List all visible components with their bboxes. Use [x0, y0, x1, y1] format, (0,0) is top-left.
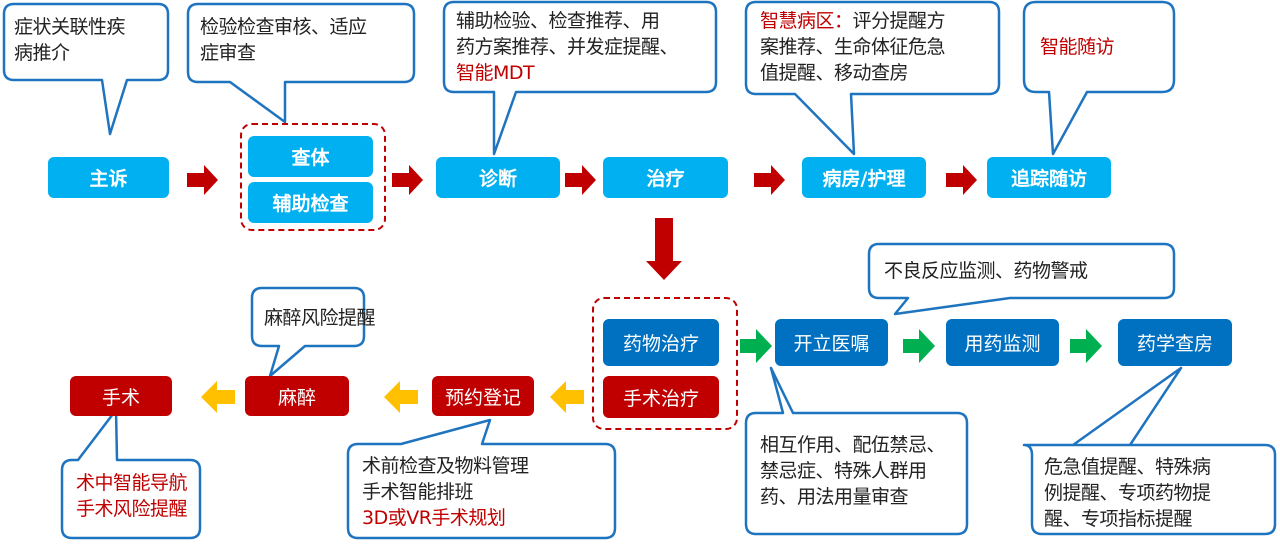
arrow-right-icon — [903, 329, 935, 363]
treatment-group — [592, 297, 738, 430]
node-surgery[interactable]: 手术 — [70, 376, 172, 416]
callout-diagnosis — [442, 0, 718, 156]
callout-anesthesia — [250, 286, 366, 378]
node-auxiliary-exam[interactable]: 辅助检查 — [248, 182, 373, 223]
callout-diagnosis-text: 辅助检验、检查推荐、用 药方案推荐、并发症提醒、 智能MDT — [456, 8, 679, 86]
ward-highlight: 智慧病区： — [760, 10, 853, 32]
text-line: 症状关联性疾 — [14, 16, 126, 38]
flow-arrows-surgery — [201, 381, 584, 413]
node-physical-exam[interactable]: 查体 — [248, 136, 373, 177]
text-line: 术前检查及物料管理 — [362, 455, 529, 477]
text-line: 症审查 — [200, 42, 256, 64]
arrow-right-icon — [946, 165, 977, 195]
callout-rounds-text: 危急值提醒、特殊病 例提醒、专项药物提 醒、专项指标提醒 — [1044, 454, 1211, 532]
node-pharmacy-rounds[interactable]: 药学查房 — [1118, 319, 1232, 366]
callout-orders — [744, 366, 969, 536]
arrow-right-icon — [1070, 329, 1102, 363]
text-line: 病推介 — [14, 42, 70, 64]
node-orders[interactable]: 开立医嘱 — [775, 319, 888, 366]
node-followup[interactable]: 追踪随访 — [987, 157, 1111, 198]
text-line: 手术风险提醒 — [76, 498, 188, 520]
text-line: 手术智能排班 — [362, 481, 474, 503]
text-line: 相互作用、配伍禁忌、 — [760, 434, 946, 456]
node-treatment[interactable]: 治疗 — [603, 157, 728, 198]
text-line: 禁忌症、特殊人群用 — [760, 460, 927, 482]
text-line: 辅助检验、检查推荐、用 — [456, 10, 660, 32]
node-surgery-treatment[interactable]: 手术治疗 — [603, 376, 719, 418]
flow-arrows-drug — [740, 329, 1102, 363]
arrow-right-icon — [565, 165, 596, 195]
callout-followup-text: 智能随访 — [1040, 36, 1115, 58]
arrow-right-icon — [754, 165, 785, 195]
callout-orders-text: 相互作用、配伍禁忌、 禁忌症、特殊人群用 药、用法用量审查 — [760, 432, 946, 510]
arrow-right-icon — [392, 165, 423, 195]
callout-monitor — [867, 242, 1176, 316]
callout-chief-complaint — [2, 2, 170, 136]
arrow-left-icon — [550, 381, 584, 413]
node-anesthesia[interactable]: 麻醉 — [245, 376, 349, 416]
text-line: 术中智能导航 — [76, 472, 188, 494]
node-chief-complaint[interactable]: 主诉 — [48, 157, 169, 198]
callout-exam — [186, 2, 416, 124]
exam-group — [240, 123, 386, 231]
callout-ward — [744, 0, 1001, 156]
node-drug-monitoring[interactable]: 用药监测 — [946, 319, 1059, 366]
callout-surgery-text: 术中智能导航 手术风险提醒 — [76, 470, 188, 522]
callout-ward-text: 智慧病区：评分提醒方 案推荐、生命体征危急 值提醒、移动查房 — [760, 8, 946, 86]
text-line: 例提醒、专项药物提 — [1044, 482, 1211, 504]
callout-pharmacy-rounds — [1022, 366, 1277, 536]
text-line-highlight: 智能MDT — [456, 62, 535, 84]
text-line: 案推荐、生命体征危急 — [760, 36, 946, 58]
arrow-down-icon — [646, 218, 682, 280]
text-line: 检验检查审核、适应 — [200, 16, 367, 38]
text-line-highlight: 3D或VR手术规划 — [362, 507, 506, 529]
callout-exam-text: 检验检查审核、适应 症审查 — [200, 14, 367, 66]
text-line: 药方案推荐、并发症提醒、 — [456, 36, 679, 58]
node-drug-treatment[interactable]: 药物治疗 — [603, 319, 719, 366]
node-diagnosis[interactable]: 诊断 — [436, 157, 560, 198]
text-line: 药、用法用量审查 — [760, 486, 909, 508]
arrow-right-icon — [187, 165, 218, 195]
flow-arrows-top — [187, 165, 977, 280]
node-booking[interactable]: 预约登记 — [432, 376, 534, 416]
callout-booking-text: 术前检查及物料管理 手术智能排班 3D或VR手术规划 — [362, 453, 529, 531]
callout-anesthesia-text: 麻醉风险提醒 — [264, 307, 376, 329]
callout-followup — [1022, 0, 1176, 156]
text-line: 危急值提醒、特殊病 — [1044, 456, 1211, 478]
arrow-left-icon — [201, 381, 235, 413]
arrow-right-icon — [740, 329, 772, 363]
text-line: 评分提醒方 — [852, 10, 946, 32]
text-line: 醒、专项指标提醒 — [1044, 508, 1193, 530]
node-ward-nursing[interactable]: 病房/护理 — [802, 157, 926, 198]
callout-surgery — [60, 408, 202, 540]
text-line: 值提醒、移动查房 — [760, 62, 909, 84]
arrow-left-icon — [384, 381, 418, 413]
callout-monitor-text: 不良反应监测、药物警戒 — [884, 260, 1088, 282]
callout-booking — [346, 418, 617, 540]
callout-chief-complaint-text: 症状关联性疾 病推介 — [14, 14, 126, 66]
